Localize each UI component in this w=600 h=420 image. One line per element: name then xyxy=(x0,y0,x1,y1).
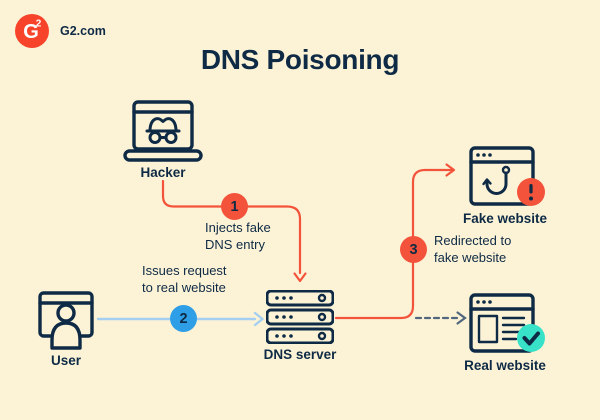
dns-server-icon xyxy=(266,290,334,344)
g2-logo-glyph: G xyxy=(23,21,39,43)
user-monitor-icon xyxy=(38,291,94,350)
step-2-badge: 2 xyxy=(170,305,197,332)
brand: G 2 G2.com xyxy=(14,13,106,49)
g2-logo-icon: G 2 xyxy=(15,14,49,48)
node-hacker: Hacker xyxy=(121,100,205,180)
dns-server-label: DNS server xyxy=(263,347,337,362)
brand-text: G2.com xyxy=(60,24,106,38)
page-title: DNS Poisoning xyxy=(200,44,400,75)
page-content-icon xyxy=(477,314,526,344)
g2-logo-sup: 2 xyxy=(36,19,42,30)
fake-website-icon xyxy=(469,146,545,206)
arrowhead-hacker-to-dns-icon xyxy=(293,272,307,283)
node-real-website: Real website xyxy=(461,291,549,373)
fake-website-label: Fake website xyxy=(462,211,548,226)
real-website-icon xyxy=(469,293,545,353)
alert-badge xyxy=(517,178,545,206)
step-2-text: Issues request to real website xyxy=(142,263,227,295)
hacker-label: Hacker xyxy=(140,165,186,180)
hacker-laptop-icon xyxy=(123,100,203,162)
fishhook-icon xyxy=(482,165,511,195)
node-fake-website: Fake website xyxy=(461,144,549,226)
user-label: User xyxy=(50,353,82,368)
step-1-text: Injects fake DNS entry xyxy=(205,220,271,252)
step-1-badge: 1 xyxy=(221,193,248,220)
node-dns-server: DNS server xyxy=(262,290,338,362)
real-website-label: Real website xyxy=(464,358,546,373)
check-badge xyxy=(517,324,545,352)
node-user: User xyxy=(33,290,99,368)
arrowhead-dns-to-fake-icon xyxy=(445,163,456,177)
step-3-text: Redirected to fake website xyxy=(434,233,512,265)
step-3-badge: 3 xyxy=(400,236,427,263)
